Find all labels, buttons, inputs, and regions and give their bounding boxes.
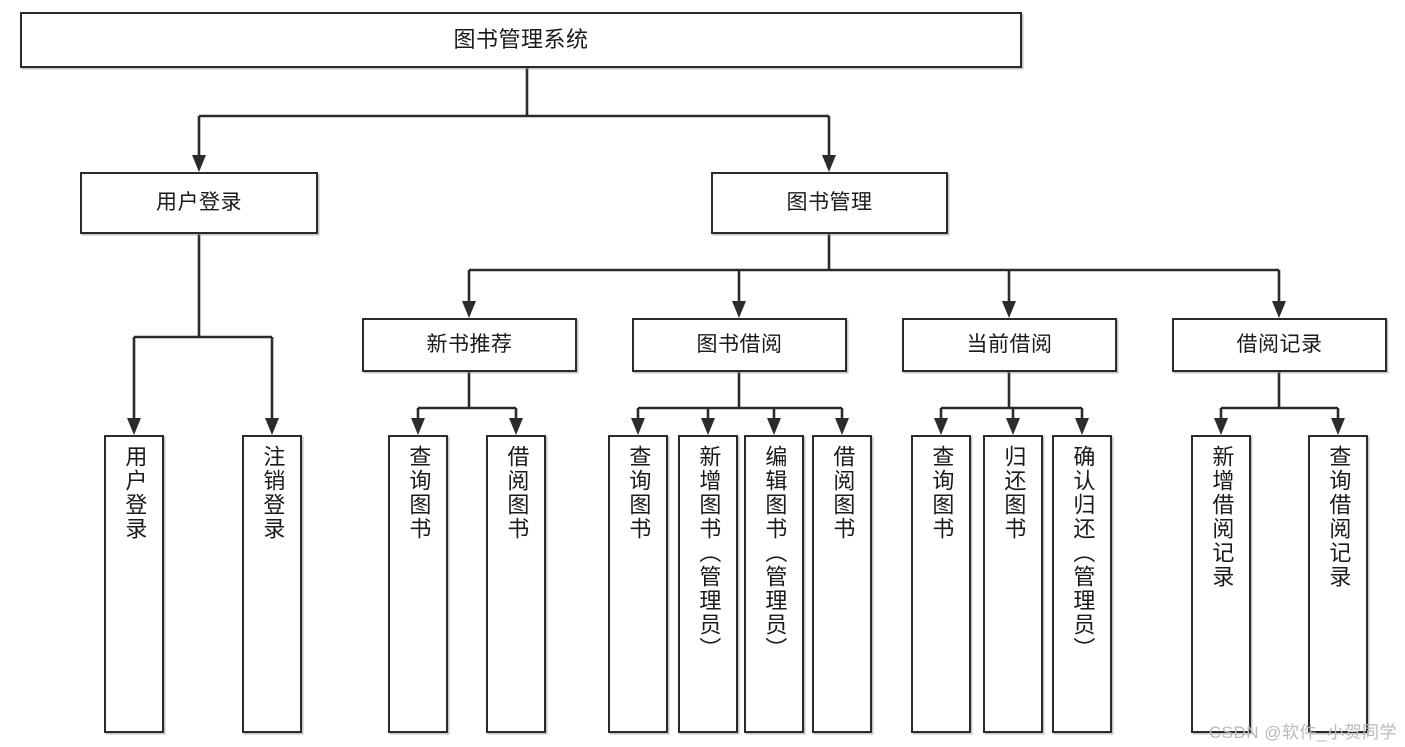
node-label-leaf-borrow-book-recommend: 借阅图书 bbox=[504, 445, 530, 541]
node-label-leaf-logout-login: 注销登录 bbox=[260, 445, 286, 541]
node-leaf-borrow-book[interactable]: 借阅图书 bbox=[812, 435, 872, 733]
node-book-management[interactable]: 图书管理 bbox=[711, 172, 948, 234]
arrow-user-login-to-leaves-0 bbox=[127, 418, 141, 435]
node-leaf-logout-login[interactable]: 注销登录 bbox=[242, 435, 302, 733]
node-leaf-query-borrow-record[interactable]: 查询借阅记录 bbox=[1308, 435, 1368, 733]
arrow-new-book-recommend-to-leaves-0 bbox=[411, 418, 425, 435]
node-label-book-management: 图书管理 bbox=[786, 191, 873, 215]
node-leaf-edit-book[interactable]: 编辑图书（管理员） bbox=[744, 435, 804, 733]
arrow-root-to-level1-1 bbox=[822, 155, 836, 172]
arrow-book-management-to-level2-2 bbox=[1002, 301, 1016, 318]
node-label-leaf-query-book-recommend: 查询图书 bbox=[406, 445, 432, 541]
node-borrow-records[interactable]: 借阅记录 bbox=[1172, 318, 1387, 372]
node-label-book-borrow: 图书借阅 bbox=[696, 333, 783, 357]
arrow-book-management-to-level2-0 bbox=[462, 301, 476, 318]
node-user-login[interactable]: 用户登录 bbox=[80, 172, 318, 234]
node-label-leaf-edit-book: 编辑图书（管理员） bbox=[762, 445, 788, 661]
node-label-leaf-user-login: 用户登录 bbox=[122, 445, 148, 541]
node-leaf-query-book-borrow[interactable]: 查询图书 bbox=[608, 435, 668, 733]
node-label-leaf-borrow-book: 借阅图书 bbox=[830, 445, 856, 541]
node-label-root: 图书管理系统 bbox=[453, 26, 589, 52]
node-leaf-add-borrow-record[interactable]: 新增借阅记录 bbox=[1191, 435, 1251, 733]
node-label-leaf-add-borrow-record: 新增借阅记录 bbox=[1209, 445, 1235, 589]
node-leaf-return-book[interactable]: 归还图书 bbox=[983, 435, 1043, 733]
arrow-book-borrow-to-leaves-3 bbox=[835, 418, 849, 435]
node-book-borrow[interactable]: 图书借阅 bbox=[632, 318, 847, 372]
arrow-borrow-records-to-leaves-0 bbox=[1214, 418, 1228, 435]
node-label-leaf-return-book: 归还图书 bbox=[1001, 445, 1027, 541]
arrow-current-borrow-to-leaves-2 bbox=[1075, 418, 1089, 435]
arrow-book-management-to-level2-1 bbox=[732, 301, 746, 318]
node-new-book-recommend[interactable]: 新书推荐 bbox=[362, 318, 577, 372]
node-label-leaf-add-book: 新增图书（管理员） bbox=[696, 445, 722, 661]
node-label-new-book-recommend: 新书推荐 bbox=[426, 333, 513, 357]
node-label-leaf-query-book-borrow: 查询图书 bbox=[626, 445, 652, 541]
node-leaf-query-book-recommend[interactable]: 查询图书 bbox=[388, 435, 448, 733]
arrow-new-book-recommend-to-leaves-1 bbox=[509, 418, 523, 435]
node-leaf-borrow-book-recommend[interactable]: 借阅图书 bbox=[486, 435, 546, 733]
node-label-current-borrow: 当前借阅 bbox=[966, 333, 1053, 357]
arrow-current-borrow-to-leaves-1 bbox=[1006, 418, 1020, 435]
node-label-borrow-records: 借阅记录 bbox=[1236, 333, 1323, 357]
arrow-user-login-to-leaves-1 bbox=[265, 418, 279, 435]
node-leaf-add-book[interactable]: 新增图书（管理员） bbox=[678, 435, 738, 733]
arrow-book-borrow-to-leaves-0 bbox=[631, 418, 645, 435]
node-label-user-login: 用户登录 bbox=[156, 191, 242, 215]
node-label-leaf-confirm-return: 确认归还（管理员） bbox=[1070, 445, 1096, 661]
node-leaf-confirm-return[interactable]: 确认归还（管理员） bbox=[1052, 435, 1112, 733]
node-label-leaf-query-book-current: 查询图书 bbox=[929, 445, 955, 541]
node-root[interactable]: 图书管理系统 bbox=[20, 12, 1022, 68]
node-leaf-query-book-current[interactable]: 查询图书 bbox=[911, 435, 971, 733]
arrow-book-management-to-level2-3 bbox=[1272, 301, 1286, 318]
node-current-borrow[interactable]: 当前借阅 bbox=[902, 318, 1117, 372]
arrow-book-borrow-to-leaves-1 bbox=[701, 418, 715, 435]
arrow-current-borrow-to-leaves-0 bbox=[934, 418, 948, 435]
node-label-leaf-query-borrow-record: 查询借阅记录 bbox=[1326, 445, 1352, 589]
watermark-text: CSDN @软件_小贺同学 bbox=[1208, 723, 1397, 742]
arrow-root-to-level1-0 bbox=[192, 155, 206, 172]
node-leaf-user-login[interactable]: 用户登录 bbox=[104, 435, 164, 733]
arrow-borrow-records-to-leaves-1 bbox=[1331, 418, 1345, 435]
arrow-book-borrow-to-leaves-2 bbox=[767, 418, 781, 435]
